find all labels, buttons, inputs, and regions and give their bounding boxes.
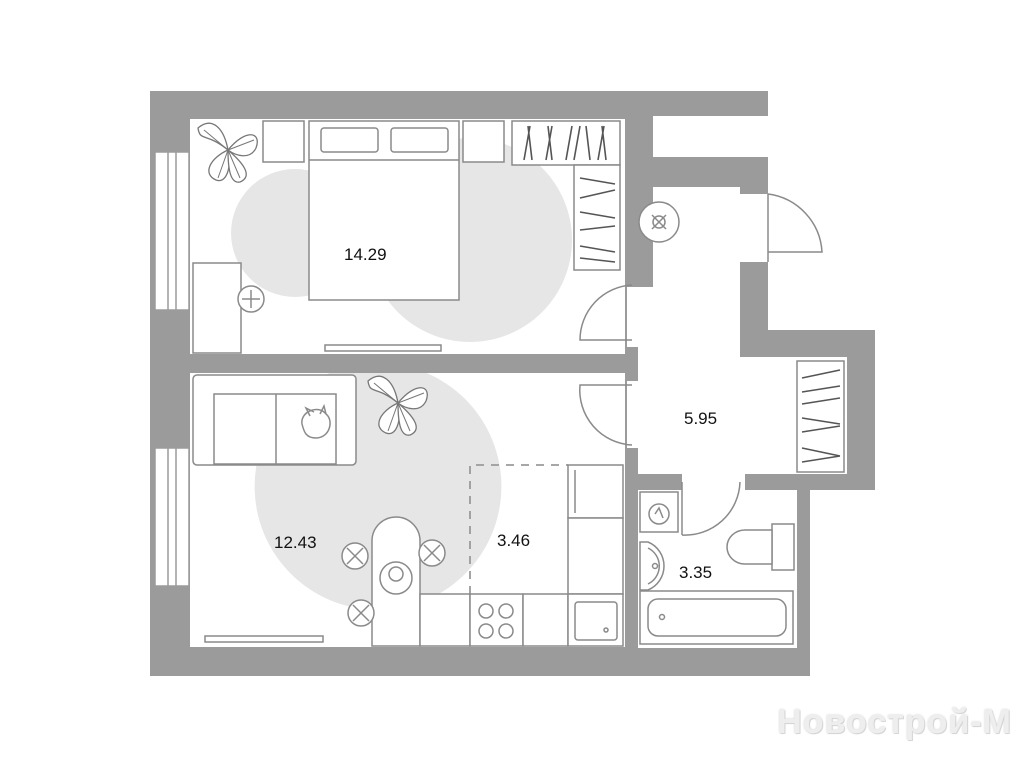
room-area-bedroom: 14.29 [344, 245, 387, 264]
toilet-icon [726, 523, 795, 571]
wall-left-mid [150, 310, 189, 448]
wall-upper-right-d [740, 157, 768, 194]
wall-kitchen-right [626, 448, 638, 676]
plant-icon [367, 375, 428, 436]
stove-icon [469, 593, 524, 647]
wardrobe-icon [511, 120, 621, 271]
lamp-icon [638, 201, 680, 243]
bed [308, 120, 460, 301]
wall-top [150, 91, 653, 118]
wall-upper-right-a [626, 91, 653, 287]
walls [150, 91, 875, 676]
door-bedroom [579, 284, 633, 341]
room-area-hallway: 5.95 [684, 409, 717, 428]
window-sill-bottom [150, 448, 155, 586]
room-area-bathroom: 3.35 [679, 563, 712, 582]
washing-machine-icon [639, 491, 679, 533]
wall-hall-right-c [847, 330, 875, 490]
chair-icon [418, 539, 446, 567]
desk [192, 262, 242, 354]
living-furniture [192, 374, 446, 647]
doors [579, 193, 823, 536]
wall-partition-middle [189, 355, 637, 372]
windows [154, 151, 190, 587]
kitchen-counter-corner [522, 593, 569, 647]
bathroom-furniture [639, 491, 795, 645]
cat-icon [301, 403, 331, 439]
door-bathroom [681, 481, 741, 536]
plant-icon [197, 122, 258, 183]
nightstand-left [262, 120, 305, 163]
room-area-living-room: 12.43 [274, 533, 317, 552]
window-living [154, 447, 190, 587]
kitchen-counter-mid [567, 517, 624, 595]
wall-bath-top-left [626, 474, 682, 490]
nightstand-right [462, 120, 505, 163]
watermark: Новострой-М [777, 703, 1012, 741]
radiator-living [204, 635, 324, 643]
window-sill-top [150, 152, 155, 310]
bedroom-furniture [192, 120, 680, 354]
room-labels: 14.29 5.95 12.43 3.46 3.35 [274, 245, 717, 582]
sink-icon [639, 541, 665, 591]
kitchen-counter-right [567, 464, 624, 519]
dining-table [371, 516, 421, 647]
wall-bath-right [797, 474, 810, 676]
wardrobe-icon [796, 360, 845, 473]
chair-icon [347, 599, 375, 627]
sofa [192, 374, 357, 466]
wall-bottom [150, 648, 810, 676]
wall-upper-right-b [626, 91, 768, 116]
door-living [579, 384, 633, 446]
door-entrance [767, 193, 823, 262]
sink-icon [567, 593, 624, 647]
wall-left-top [150, 91, 189, 152]
kitchen-counter-bottom [419, 593, 471, 647]
kitchen-furniture [419, 464, 624, 647]
room-area-kitchen: 3.46 [497, 531, 530, 550]
bathtub-icon [639, 590, 794, 645]
wall-partition-stub-top [626, 347, 638, 381]
chair-icon [341, 542, 369, 570]
radiator-bedroom [324, 344, 442, 352]
chair-icon [237, 285, 265, 313]
window-bedroom [154, 151, 190, 311]
